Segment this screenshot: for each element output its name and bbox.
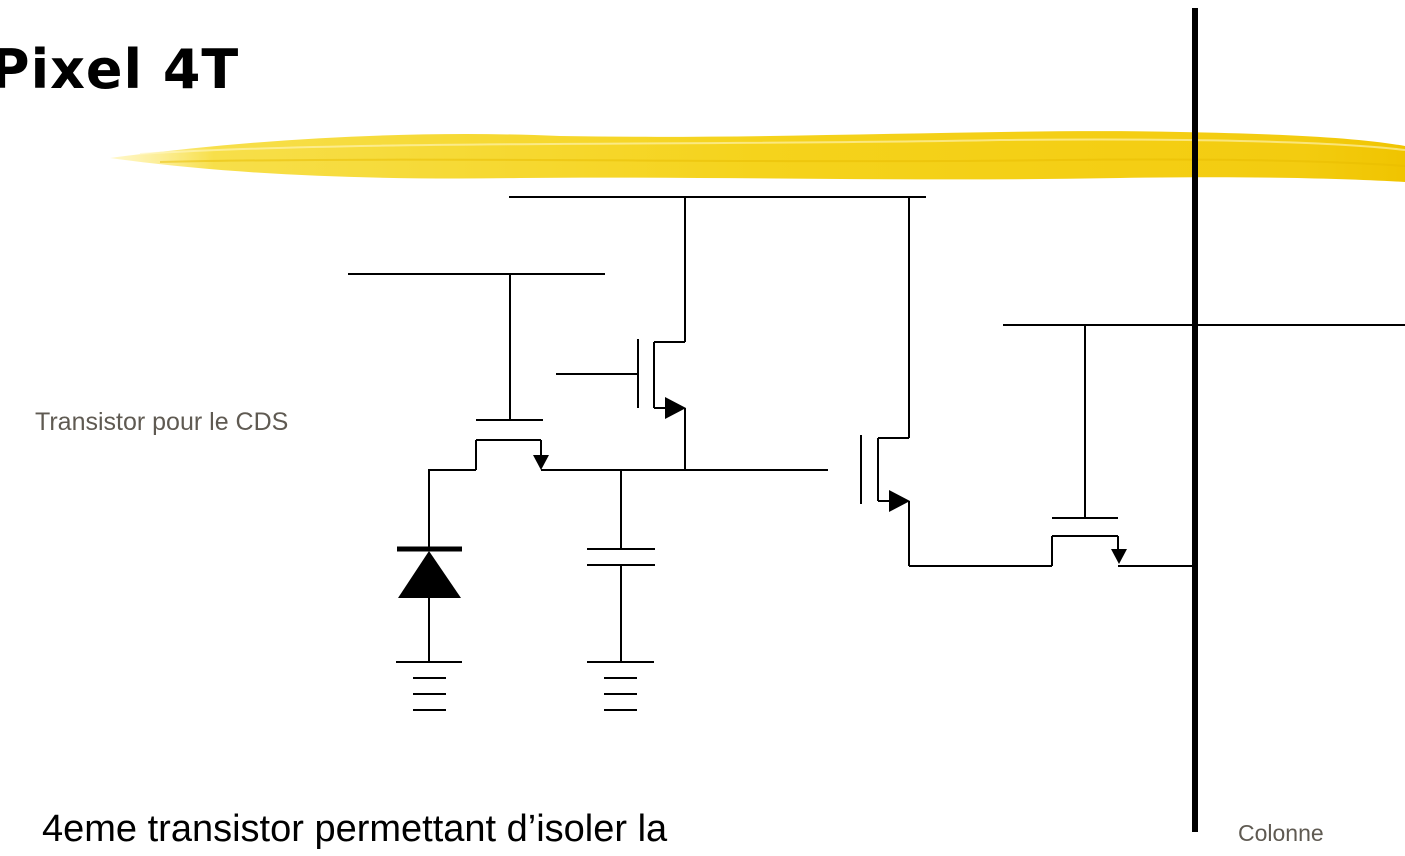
storage-capacitor (587, 470, 655, 662)
photodiode-wire (428, 469, 476, 548)
body-text: 4eme transistor permettant d’isoler la (42, 808, 668, 850)
cds-transistor-label: Transistor pour le CDS (35, 408, 289, 436)
photodiode-symbol (397, 546, 462, 598)
ground-icon (587, 661, 654, 711)
column-label: Colonne (1238, 820, 1324, 846)
row-select-transistor (1051, 325, 1195, 567)
ground-icon (396, 661, 462, 711)
source-follower-transistor (860, 197, 1052, 567)
slide-title: Pixel 4T (0, 38, 240, 101)
title-highlight-stroke (110, 131, 1405, 182)
cds-transistor (475, 274, 549, 470)
reset-transistor (556, 197, 686, 470)
